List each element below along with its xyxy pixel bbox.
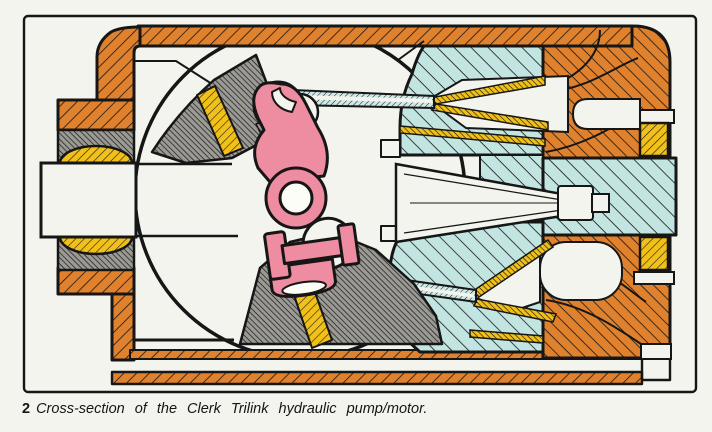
trilink-arm — [252, 81, 329, 184]
figure-caption: 2 Cross-section of the Clerk Trilink hydr… — [22, 401, 582, 417]
figure-number: 2 — [22, 401, 31, 417]
cross-joint — [263, 216, 361, 298]
port-insert-upper — [638, 121, 670, 158]
piston-spring — [472, 298, 558, 323]
valve-block — [541, 156, 678, 237]
main-bearing-assembly — [56, 128, 136, 272]
piston-spring — [399, 125, 546, 147]
figure-caption-text: Cross-section of the Clerk Trilink hydra… — [36, 401, 428, 417]
upper-piston — [399, 74, 641, 147]
bore-contours — [134, 40, 425, 342]
bearing-shell-upper — [58, 144, 134, 165]
valve-spool — [557, 185, 594, 221]
drive-shaft — [39, 161, 238, 239]
trilink — [252, 81, 361, 298]
figure-frame — [22, 14, 698, 394]
lower-piston — [469, 238, 623, 344]
swashplate-pad-upper — [196, 85, 244, 157]
trilink-ring-bore — [278, 180, 314, 216]
shaft-taper — [394, 162, 610, 244]
end-cap-ports — [633, 109, 675, 360]
clevis-slot — [271, 87, 297, 113]
port-insert-lower — [638, 235, 670, 272]
piston-spring — [469, 329, 544, 344]
bearing-shell-lower — [58, 235, 134, 256]
